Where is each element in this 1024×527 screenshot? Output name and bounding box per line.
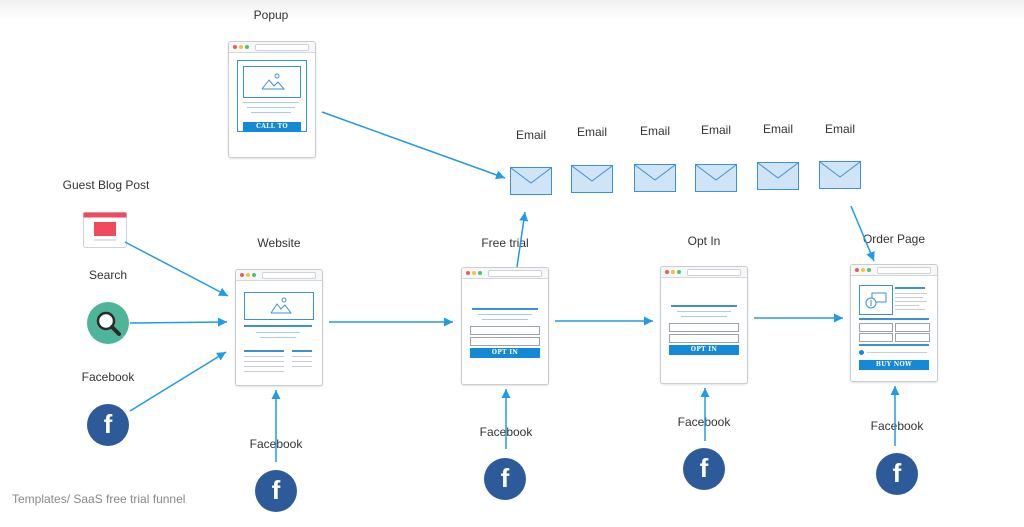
opt-in-button[interactable]: OPT IN [669, 345, 739, 355]
facebook-icon: f [683, 448, 725, 490]
text-field[interactable] [470, 326, 540, 335]
facebook-opt-in-label: Facebook [677, 415, 731, 429]
email-envelope-icon [819, 161, 861, 189]
top-band [0, 0, 1024, 20]
free-trial-label: Free trial [481, 236, 529, 250]
email-label: Email [762, 122, 794, 136]
opt-in-window: OPT IN [660, 266, 748, 384]
facebook-order-label: Facebook [870, 419, 924, 433]
email-envelope-icon [510, 167, 552, 195]
popup-label: Popup [253, 8, 289, 22]
footer-caption: Templates/ SaaS free trial funnel [12, 492, 186, 506]
order-page-label: Order Page [862, 232, 926, 246]
email-envelope-icon [571, 165, 613, 193]
email-envelope-icon [757, 162, 799, 190]
arrow-email-to-order [850, 205, 875, 262]
facebook-icon: f [255, 470, 297, 512]
email-label: Email [824, 122, 856, 136]
email-label: Email [700, 123, 732, 137]
arrow-free-trial-to-email [516, 211, 529, 268]
text-field[interactable] [895, 323, 930, 332]
facebook-icon: f [87, 404, 129, 446]
text-field[interactable] [470, 337, 540, 346]
facebook-left-label: Facebook [81, 370, 135, 384]
facebook-icon: f [484, 458, 526, 500]
guest-blog-post-label: Guest Blog Post [62, 178, 150, 192]
text-field[interactable] [859, 333, 893, 342]
email-envelope-icon [634, 164, 676, 192]
facebook-icon: f [876, 453, 918, 495]
popup-window: CALL TO ACTION [228, 41, 316, 158]
order-page-window: BUY NOW [850, 264, 938, 382]
radio-button[interactable] [859, 350, 864, 355]
opt-in-label: Opt In [687, 234, 721, 248]
email-label: Email [639, 124, 671, 138]
blog-post-icon [83, 212, 127, 248]
arrow-blog-to-website [124, 241, 229, 297]
arrow-popup-to-email [321, 111, 506, 180]
buy-now-button[interactable]: BUY NOW [859, 360, 929, 370]
arrow-search-to-website [129, 317, 228, 327]
website-window [235, 269, 323, 386]
image-placeholder-icon [244, 292, 314, 320]
opt-in-button[interactable]: OPT IN [470, 348, 540, 358]
email-label: Email [576, 125, 608, 139]
text-field[interactable] [859, 323, 893, 332]
website-label: Website [257, 236, 301, 250]
product-image-icon [859, 285, 893, 315]
free-trial-window: OPT IN [461, 267, 549, 385]
text-field[interactable] [895, 333, 930, 342]
email-envelope-icon [695, 164, 737, 192]
email-label: Email [515, 128, 547, 142]
search-label: Search [88, 268, 128, 282]
search-icon [87, 302, 129, 344]
image-placeholder-icon [243, 66, 301, 98]
arrow-facebook-to-website [129, 351, 227, 412]
call-to-action-button[interactable]: CALL TO ACTION [243, 122, 301, 140]
text-field[interactable] [669, 323, 739, 332]
text-field[interactable] [669, 334, 739, 343]
